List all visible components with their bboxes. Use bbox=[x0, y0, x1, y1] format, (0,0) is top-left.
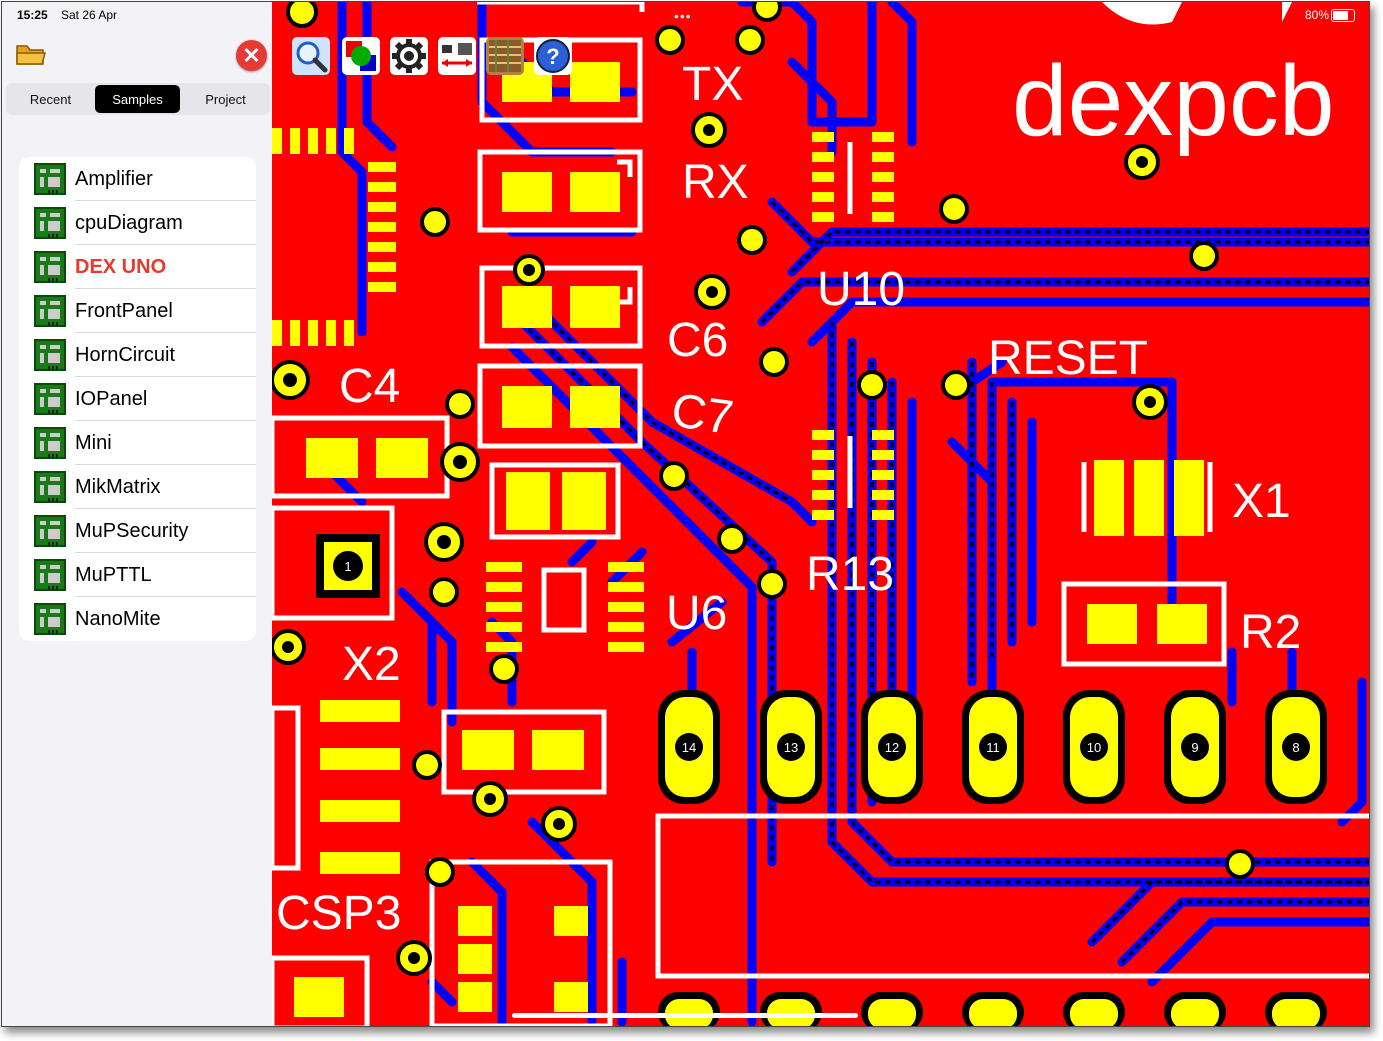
help-icon[interactable]: ? bbox=[534, 37, 572, 75]
label-c4: C4 bbox=[339, 360, 400, 413]
label-tx: TX bbox=[682, 58, 743, 111]
label-x2: X2 bbox=[342, 638, 401, 691]
sidebar: 15:25 Sat 26 Apr ✕ Recent Samples Projec… bbox=[2, 2, 272, 1026]
pcb-file-icon bbox=[34, 383, 66, 415]
label-c7: C7 bbox=[668, 384, 736, 445]
list-item[interactable]: cpuDiagram bbox=[19, 201, 256, 245]
tab-project[interactable]: Project bbox=[205, 91, 246, 107]
list-item[interactable]: Mini bbox=[19, 421, 256, 465]
list-item-label: MikMatrix bbox=[75, 476, 161, 498]
list-item[interactable]: HornCircuit bbox=[19, 333, 256, 377]
list-item-label: MuPTTL bbox=[75, 564, 152, 586]
pad-1-label: 1 bbox=[344, 559, 351, 574]
components-icon[interactable] bbox=[438, 37, 476, 75]
list-item[interactable]: MuPSecurity bbox=[19, 509, 256, 553]
svg-text:?: ? bbox=[546, 44, 559, 69]
list-item[interactable]: IOPanel bbox=[19, 377, 256, 421]
samples-list: Amplifier cpuDiagram DEX UNO FrontPanel … bbox=[19, 157, 256, 641]
segmented-control: Recent Samples Project bbox=[6, 83, 270, 115]
label-u10: U10 bbox=[817, 263, 905, 316]
status-time: 15:25 bbox=[17, 8, 48, 22]
label-csp3: CSP3 bbox=[276, 887, 401, 940]
home-indicator[interactable] bbox=[512, 1013, 858, 1018]
pcb-file-icon bbox=[34, 559, 66, 591]
pcb-file-icon bbox=[34, 163, 66, 195]
list-item-label: IOPanel bbox=[75, 388, 148, 410]
list-item-label: MuPSecurity bbox=[75, 520, 189, 542]
pin-label-8: 8 bbox=[1292, 740, 1299, 755]
pcb-file-icon bbox=[34, 427, 66, 459]
close-icon[interactable]: ✕ bbox=[236, 40, 267, 71]
pcb-file-icon bbox=[34, 471, 66, 503]
folder-icon[interactable] bbox=[15, 42, 47, 73]
pin-label-12: 12 bbox=[885, 740, 899, 755]
list-item-label: HornCircuit bbox=[75, 344, 176, 366]
pcb-file-icon bbox=[34, 295, 66, 327]
list-item-label: DEX UNO bbox=[75, 256, 167, 278]
layers-icon[interactable] bbox=[342, 37, 380, 75]
pcb-file-icon bbox=[34, 603, 66, 635]
list-item-label: NanoMite bbox=[75, 608, 161, 630]
list-item-label: Mini bbox=[75, 432, 112, 454]
pcb-drawing: 14 13 12 11 10 9 8 1 dexpcb TX RX U10 C6… bbox=[272, 2, 1369, 1026]
list-item[interactable]: MuPTTL bbox=[19, 553, 256, 597]
label-c6: C6 bbox=[667, 314, 728, 367]
pin-label-11: 11 bbox=[986, 740, 1000, 755]
label-r13: R13 bbox=[806, 548, 894, 601]
pin-label-9: 9 bbox=[1191, 740, 1198, 755]
pcb-file-icon bbox=[34, 207, 66, 239]
label-r2: R2 bbox=[1240, 606, 1301, 659]
app-window: 14 13 12 11 10 9 8 1 dexpcb TX RX U10 C6… bbox=[1, 1, 1370, 1027]
battery-icon bbox=[1331, 9, 1355, 22]
pcb-file-icon bbox=[34, 339, 66, 371]
pcb-canvas[interactable]: 14 13 12 11 10 9 8 1 dexpcb TX RX U10 C6… bbox=[272, 2, 1369, 1026]
pin-label-14: 14 bbox=[682, 740, 696, 755]
pin-label-10: 10 bbox=[1087, 740, 1101, 755]
list-item[interactable]: FrontPanel bbox=[19, 289, 256, 333]
pin-label-13: 13 bbox=[784, 740, 798, 755]
list-item[interactable]: Amplifier bbox=[19, 157, 256, 201]
zoom-icon[interactable] bbox=[292, 37, 330, 75]
list-item-active[interactable]: DEX UNO bbox=[19, 245, 256, 289]
list-item-label: Amplifier bbox=[75, 168, 153, 190]
list-item-label: cpuDiagram bbox=[75, 212, 183, 234]
label-u6: U6 bbox=[666, 587, 727, 640]
logo-text: dexpcb bbox=[1012, 45, 1334, 157]
multitask-indicator[interactable]: ••• bbox=[674, 8, 692, 24]
pcb-file-icon bbox=[34, 515, 66, 547]
settings-icon[interactable] bbox=[390, 37, 428, 75]
label-rx: RX bbox=[682, 156, 749, 209]
battery-percent: 80% bbox=[1304, 8, 1329, 22]
status-date: Sat 26 Apr bbox=[61, 8, 118, 22]
list-item-label: FrontPanel bbox=[75, 300, 173, 322]
list-item[interactable]: MikMatrix bbox=[19, 465, 256, 509]
tab-samples[interactable]: Samples bbox=[95, 85, 180, 113]
tab-recent[interactable]: Recent bbox=[29, 91, 72, 107]
list-item[interactable]: NanoMite bbox=[19, 597, 256, 641]
board-icon[interactable] bbox=[486, 37, 524, 75]
label-x1: X1 bbox=[1232, 475, 1291, 528]
pcb-file-icon bbox=[34, 251, 66, 283]
label-reset: RESET bbox=[988, 332, 1148, 385]
